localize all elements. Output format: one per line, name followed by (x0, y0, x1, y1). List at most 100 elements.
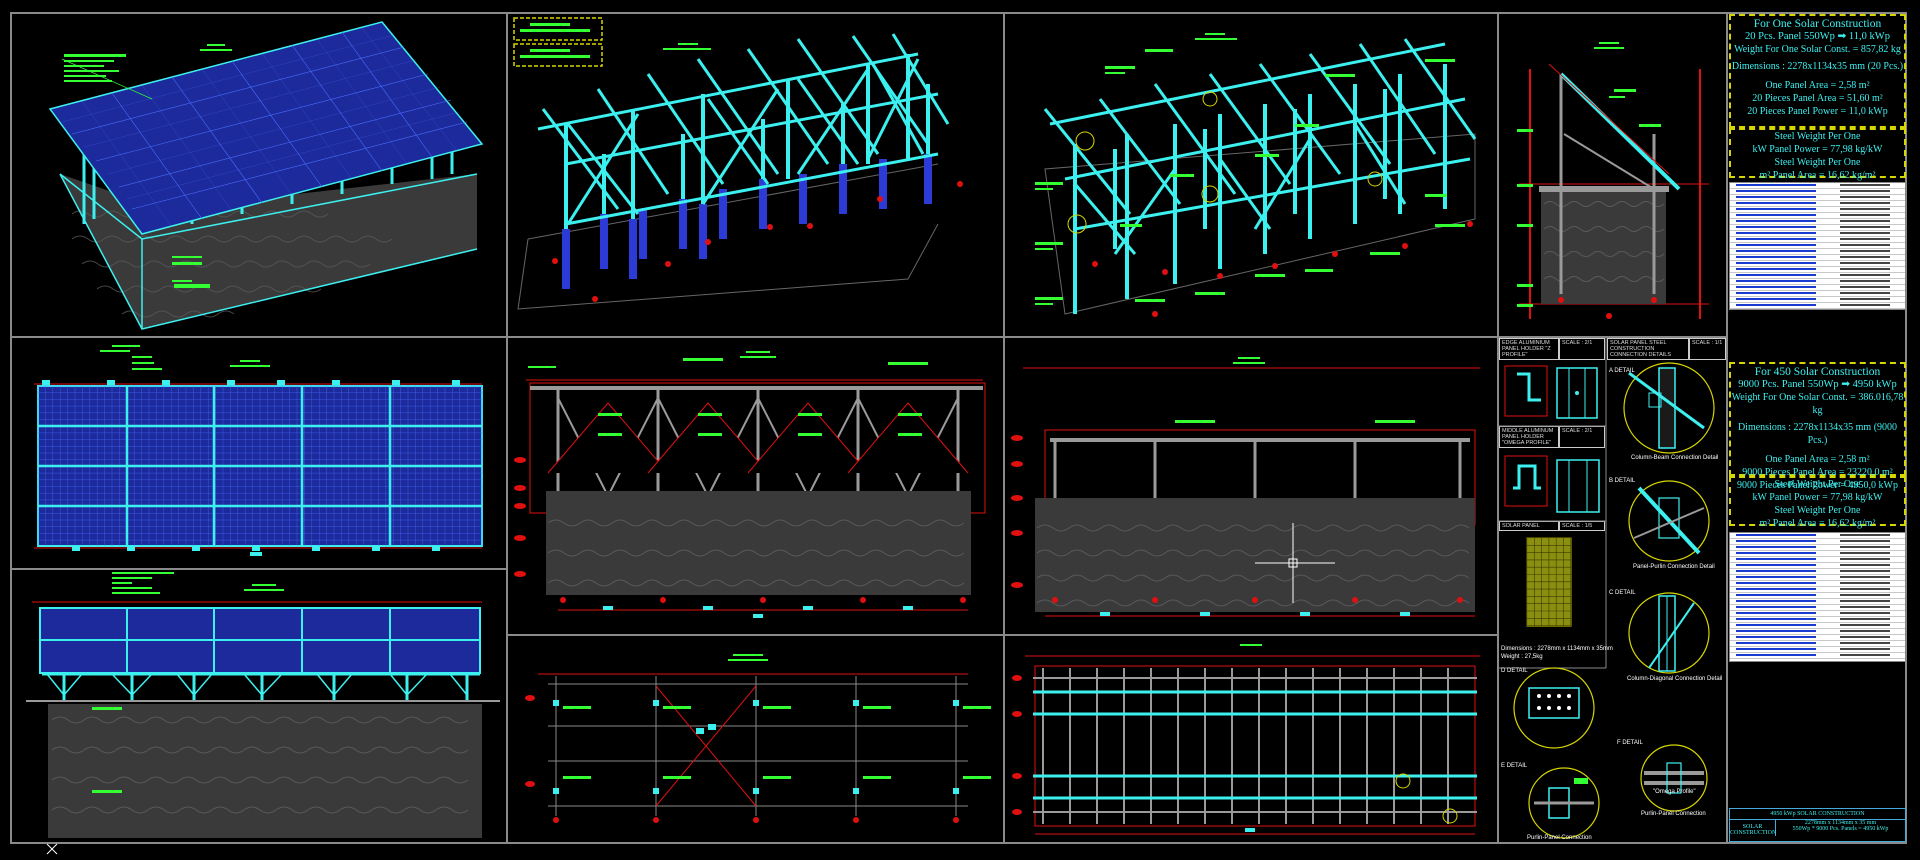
edge-profile-title: EDGE ALUMINIUM PANEL HOLDER "Z PROFILE" (1499, 338, 1559, 360)
panel-top-view (12, 338, 506, 568)
grid-line (506, 12, 508, 844)
farm-steel-m2-label: Steel Weight Per One (1774, 505, 1861, 516)
info-farm-title: For 450 Solar Construction (1754, 366, 1881, 378)
table-row (1730, 207, 1905, 213)
panel-isometric-array (12, 14, 506, 336)
table-row (1730, 605, 1905, 611)
table-row (1730, 551, 1905, 557)
grid-line (10, 336, 1726, 338)
table-row (1730, 587, 1905, 593)
info-farm-dimensions: Dimensions : 2278x1134x35 mm (9000 Pcs.) (1737, 422, 1898, 446)
table-row (1730, 183, 1905, 189)
steel-m2-label: Steel Weight Per One (1774, 157, 1861, 168)
table-row (1730, 303, 1905, 309)
table-row (1730, 647, 1905, 653)
arrow-icon: ➡ (1841, 379, 1851, 390)
info-farm-power-total: 9000 Pieces Panel Power = 4950,0 kWp (1737, 480, 1898, 491)
material-table-single (1729, 182, 1906, 310)
table-row (1730, 225, 1905, 231)
table-row (1730, 195, 1905, 201)
panel-side-section (1499, 14, 1726, 336)
table-row (1730, 285, 1905, 291)
table-row (1730, 267, 1905, 273)
info-box-farm-steel: Steel Weight Per One kW Panel Power = 77… (1729, 476, 1906, 529)
farm-steel-kw-label: Steel Weight Per One (1774, 479, 1861, 490)
b-detail-caption: Panel-Purlin Connection Detail (1633, 564, 1715, 570)
info-box-farm: For 450 Solar Construction 9000 Pcs. Pan… (1729, 362, 1906, 491)
steel-m2-value: m² Panel Area = 16,62 kg/m² (1759, 170, 1876, 181)
b-detail-label: B DETAIL (1609, 478, 1636, 484)
a-detail-label: A DETAIL (1609, 368, 1635, 374)
title-block: 4950 kWp SOLAR CONSTRUCTION SOLAR CONSTR… (1729, 808, 1906, 842)
arrow-icon: ➡ (1837, 31, 1847, 42)
info-column: For One Solar Construction 20 Pcs. Panel… (1729, 14, 1906, 842)
material-table-farm (1729, 532, 1906, 662)
table-row (1730, 189, 1905, 195)
title-block-label: SOLAR CONSTRUCTION (1730, 820, 1776, 836)
close-icon[interactable] (46, 842, 58, 855)
table-row (1730, 255, 1905, 261)
info-box-single: For One Solar Construction 20 Pcs. Panel… (1729, 14, 1906, 128)
grid-line (1003, 12, 1005, 844)
table-row (1730, 563, 1905, 569)
table-row (1730, 297, 1905, 303)
table-row (1730, 641, 1905, 647)
e-detail-label: E DETAIL (1501, 763, 1528, 769)
table-row (1730, 539, 1905, 545)
title-block-panel-size: 2278mm x 1134mm x 35 mm (1804, 820, 1877, 826)
title-block-capacity: 550Wp * 9000 Pcs. Panels = 4950 kWp (1792, 826, 1889, 832)
info-single-dimensions: Dimensions : 2278x1134x35 mm (20 Pcs.) (1731, 61, 1904, 72)
table-row (1730, 249, 1905, 255)
table-row (1730, 273, 1905, 279)
info-farm-capacity: 9000 Pcs. Panel 550Wp ➡ 4950 kWp (1738, 379, 1897, 390)
grid-line (10, 568, 507, 570)
c-detail-caption: Column-Diagonal Connection Detail (1627, 676, 1723, 682)
table-row (1730, 291, 1905, 297)
table-row (1730, 219, 1905, 225)
panel-isometric-structure (508, 14, 1003, 336)
info-single-area-one: One Panel Area = 2,58 m² (1765, 80, 1870, 91)
table-row (1730, 545, 1905, 551)
table-row (1730, 279, 1905, 285)
table-row (1730, 201, 1905, 207)
omega-profile-label: "Omega Profile" (1653, 789, 1696, 795)
table-row (1730, 261, 1905, 267)
grid-line (506, 634, 1498, 636)
info-single-capacity: 20 Pcs. Panel 550Wp ➡ 11,0 kWp (1745, 31, 1890, 42)
table-row (1730, 611, 1905, 617)
panel-front-elevation (1005, 338, 1497, 634)
panel-dimensions: Dimensions : 2278mm x 1134mm x 35mm (1501, 646, 1613, 652)
steel-kw-label: Steel Weight Per One (1774, 131, 1861, 142)
table-row (1730, 599, 1905, 605)
table-row (1730, 557, 1905, 563)
table-row (1730, 653, 1905, 659)
info-farm-area-one: One Panel Area = 2,58 m² (1765, 454, 1870, 465)
a-detail-caption: Column-Beam Connection Detail (1631, 455, 1719, 461)
edge-profile-scale: SCALE : 2/1 (1559, 338, 1605, 360)
table-row (1730, 617, 1905, 623)
info-single-title: For One Solar Construction (1753, 18, 1882, 30)
table-row (1730, 629, 1905, 635)
f-detail-caption: Purlin-Panel Connection (1641, 811, 1706, 817)
info-box-single-steel: Steel Weight Per One kW Panel Power = 77… (1729, 128, 1906, 181)
info-single-weight: Weight For One Solar Const. = 857,82 kg (1734, 44, 1901, 55)
panel-foundation-plan (508, 636, 1003, 844)
drawing-border (10, 12, 1907, 844)
table-row (1730, 635, 1905, 641)
panel-connection-details: EDGE ALUMINIUM PANEL HOLDER "Z PROFILE" … (1499, 338, 1726, 844)
table-row (1730, 213, 1905, 219)
steel-details-title: SOLAR PANEL STEEL CONSTRUCTION CONNECTIO… (1607, 338, 1689, 360)
f-detail-label: F DETAIL (1617, 740, 1643, 746)
table-row (1730, 243, 1905, 249)
panel-isometric-details (1005, 14, 1497, 336)
steel-kw-value: kW Panel Power = 77,98 kg/kW (1752, 144, 1883, 155)
panel-purlin-plan (1005, 636, 1497, 844)
steel-details-scale: SCALE : 1/1 (1689, 338, 1726, 360)
table-row (1730, 237, 1905, 243)
info-farm-weight: Weight For One Solar Const. = 386.016,78… (1731, 392, 1904, 416)
table-row (1730, 623, 1905, 629)
panel-front-view (12, 570, 506, 844)
table-row (1730, 231, 1905, 237)
title-block-project: 4950 kWp SOLAR CONSTRUCTION (1730, 809, 1905, 820)
table-row (1730, 581, 1905, 587)
